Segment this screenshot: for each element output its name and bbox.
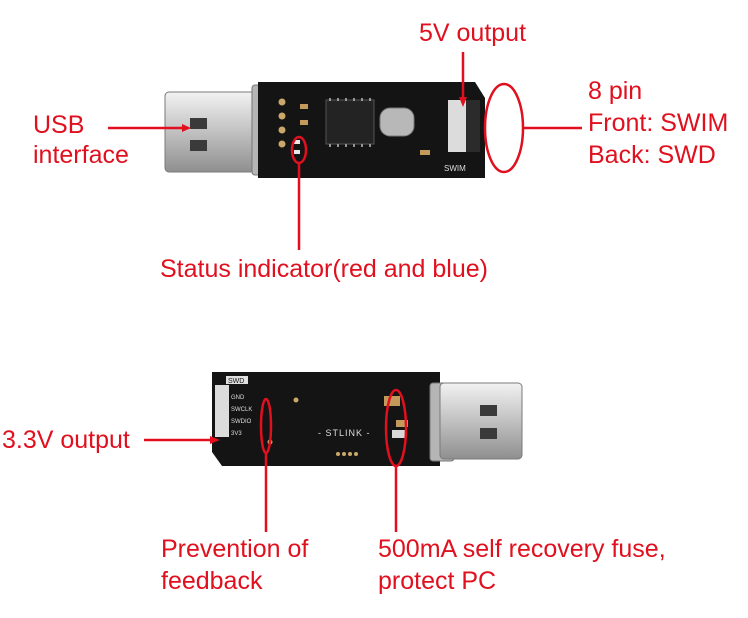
pin-label-line3: Back: SWD [588, 141, 716, 169]
top-usb-plug [164, 91, 264, 173]
pin-ellipse [483, 82, 525, 174]
top-status-led-1 [294, 140, 300, 144]
top-usb-module: SWIM [164, 82, 527, 178]
bottom-usb-hole-1 [480, 405, 497, 416]
top-status-led-2 [294, 150, 300, 154]
bottom-pin-swclk: SWCLK [231, 407, 252, 413]
bottom-pin-3v3: 3V3 [231, 431, 242, 437]
status-indicator-label: Status indicator(red and blue) [160, 255, 488, 283]
usb-interface-label-line2: interface [33, 141, 129, 169]
pin-label-line1: 8 pin [588, 77, 643, 105]
usb-interface-label-line1: USB [33, 111, 85, 139]
annotations [108, 52, 582, 532]
top-silk-swim: SWIM [444, 164, 466, 173]
prevention-label-line2: feedback [161, 567, 263, 595]
bottom-pin-gnd: GND [231, 395, 245, 401]
bottom-pin-swdio: SWDIO [231, 419, 252, 425]
bottom-fuse [392, 430, 406, 438]
fuse-label-line1: 500mA self recovery fuse, [378, 535, 666, 563]
bottom-usb-plug [439, 382, 523, 460]
fuse-label-line2: protect PC [378, 567, 497, 595]
bottom-usb-hole-2 [480, 428, 497, 439]
three-v-output-label: 3.3V output [2, 426, 130, 454]
top-mcu-chip [325, 99, 375, 145]
top-pin-header [448, 100, 480, 152]
prevention-label-line1: Prevention of [161, 535, 309, 563]
pin-label-line2: Front: SWIM [588, 109, 729, 137]
bottom-silk-swd: SWD [228, 378, 244, 385]
bottom-stlink-text: - STLINK - [318, 428, 371, 438]
bottom-usb-module: SWD GND SWCLK SWDIO 3V3 - STLINK - [171, 372, 523, 466]
top-usb-hole-2 [190, 140, 207, 151]
top-header-holes [278, 98, 286, 148]
top-crystal [379, 107, 415, 137]
top-usb-hole-1 [190, 118, 207, 129]
five-v-output-label: 5V output [419, 19, 527, 47]
